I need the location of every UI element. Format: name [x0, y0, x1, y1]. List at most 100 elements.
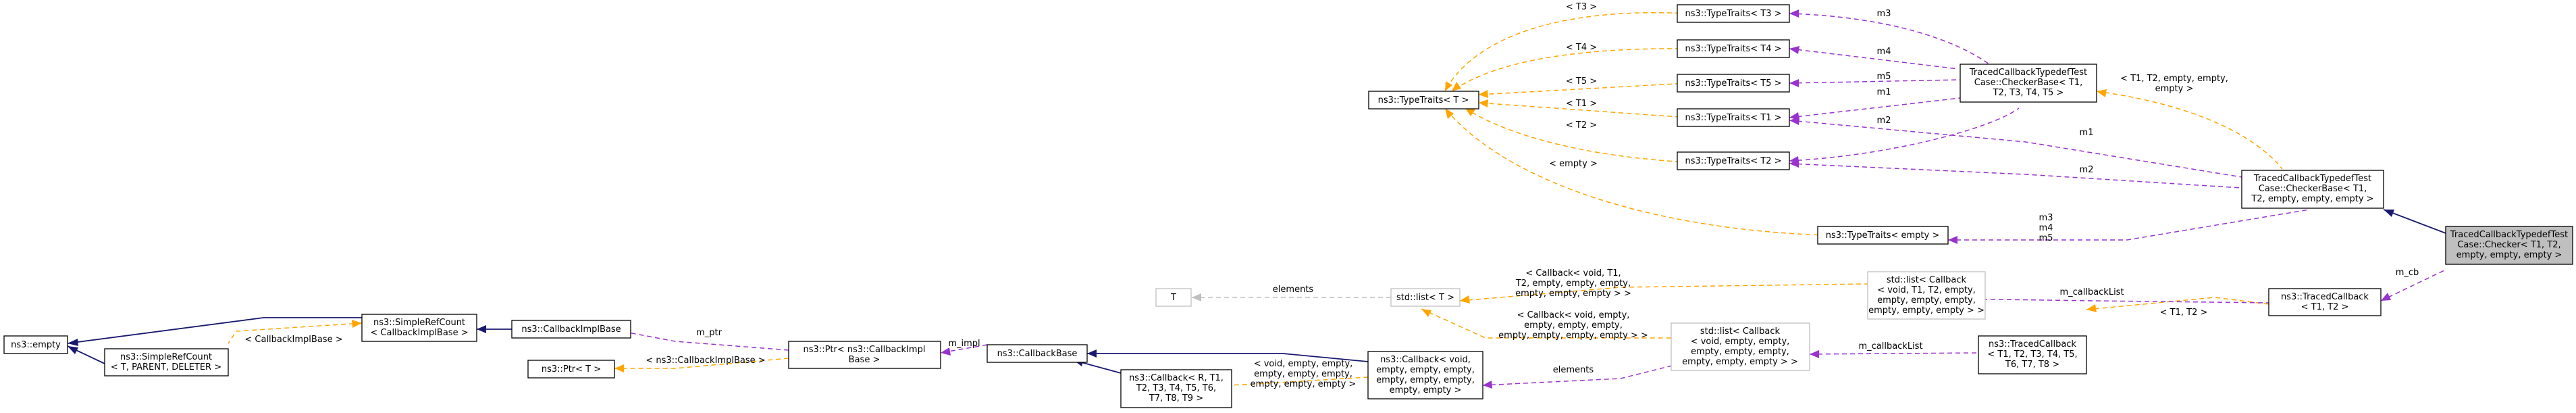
node-t-label: T — [1170, 293, 1176, 303]
arrowhead — [68, 339, 78, 346]
node-ptr-t[interactable]: ns3::Ptr< T > — [527, 360, 615, 379]
node-ns3-empty-box — [3, 335, 68, 354]
edge-label-m-callbacklist-a: m_callbackList — [2059, 287, 2124, 297]
node-typetraits-t2-box — [1677, 151, 1790, 170]
node-typetraits-t1-label: ns3::TypeTraits< T1 > — [1685, 113, 1782, 123]
arrowhead — [2086, 304, 2097, 312]
edge-label-m2-top: m2 — [1877, 116, 1891, 126]
node-callbackbase[interactable]: ns3::CallbackBase — [987, 344, 1088, 363]
node-callback-r-t1-t9-box — [1120, 369, 1232, 408]
edge-label-callbackimplbase-template: < CallbackImplBase > — [244, 335, 342, 345]
arrowhead — [1789, 9, 1799, 18]
node-tracedcallback-t1-t2-label: ns3::TracedCallback< T1, T2 > — [2281, 292, 2369, 312]
node-typetraits-t2-label: ns3::TypeTraits< T2 > — [1685, 156, 1782, 166]
edge-cbvoid-to-cbbase — [1087, 353, 1369, 362]
edge-t4-template — [1451, 48, 1689, 92]
node-typetraits-t[interactable]: ns3::TypeTraits< T > — [1368, 91, 1479, 110]
edge-m5 — [1789, 79, 1961, 84]
arrowhead — [941, 347, 951, 356]
node-typetraits-t5[interactable]: ns3::TypeTraits< T5 > — [1677, 74, 1790, 93]
node-simplerefcount-t-parent-deleter[interactable]: ns3::SimpleRefCount< T, PARENT, DELETER … — [104, 348, 229, 376]
node-t[interactable]: T — [1155, 288, 1192, 307]
edge-m1-top — [1789, 97, 1961, 118]
node-callbackimplbase[interactable]: ns3::CallbackImplBase — [511, 320, 631, 339]
edge-srefcount-cbib-template — [228, 322, 363, 344]
arrowhead — [1192, 293, 1201, 301]
node-checkerbase-t1-t5-box — [1960, 64, 2097, 103]
edge-label-ptr-template: < ns3::CallbackImplBase > — [646, 356, 765, 366]
node-callback-r-t1-t9[interactable]: ns3::Callback< R, T1,T2, T3, T4, T5, T6,… — [1120, 369, 1232, 408]
edge-label-checkerbase-template: < T1, T2, empty, empty,empty > — [2120, 74, 2228, 94]
edge-label-list-b-template: < Callback< void, empty,empty, empty, em… — [1498, 310, 1648, 341]
node-callback-void-empty-box — [1367, 351, 1483, 399]
node-typetraits-empty[interactable]: ns3::TypeTraits< empty > — [1817, 226, 1949, 245]
edge-label-elements-t: elements — [1273, 285, 1314, 295]
arrowhead — [1789, 79, 1799, 87]
edge-t5-template — [1478, 82, 1689, 95]
arrowhead — [1445, 81, 1452, 91]
node-ns3-empty[interactable]: ns3::empty — [3, 335, 68, 354]
arrowhead — [614, 364, 624, 372]
node-simplerefcount-t-parent-deleter-label: ns3::SimpleRefCount< T, PARENT, DELETER … — [111, 352, 221, 372]
node-tracedcallback-t1-t8[interactable]: ns3::TracedCallback< T1, T2, T3, T4, T5,… — [1978, 335, 2087, 374]
edge-m-cb — [2380, 270, 2445, 301]
node-std-list-callback-empty[interactable]: std::list< Callback< void, empty, empty,… — [1671, 322, 1810, 371]
edge-m4 — [1789, 48, 1959, 70]
arrowhead — [1087, 349, 1097, 358]
arrowhead — [2097, 89, 2107, 97]
edge-m-cblist-a — [1949, 298, 2269, 303]
node-typetraits-t-box — [1368, 91, 1479, 110]
node-callbackbase-box — [987, 344, 1088, 363]
node-typetraits-t4[interactable]: ns3::TypeTraits< T4 > — [1677, 39, 1790, 58]
edge-elements-cb — [1482, 364, 1675, 386]
edge-labels: < CallbackImplBase > m_ptr < ns3::Callba… — [244, 2, 2419, 389]
node-callbackimplbase-label: ns3::CallbackImplBase — [521, 324, 621, 335]
node-std-list-callback-t1-t2-label: std::list< Callback< void, T1, T2, empty… — [1868, 275, 1984, 316]
arrowhead — [1465, 108, 1475, 116]
edge-empty-template — [1444, 107, 1827, 236]
node-typetraits-empty-box — [1817, 226, 1949, 245]
node-typetraits-t-label: ns3::TypeTraits< T > — [1378, 95, 1469, 105]
edge-m-ptr — [621, 331, 789, 351]
node-typetraits-t1[interactable]: ns3::TypeTraits< T1 > — [1677, 108, 1790, 127]
node-ptr-callbackimplbase-box — [788, 341, 941, 369]
node-std-list-t[interactable]: std::list< T > — [1390, 288, 1461, 307]
node-typetraits-t5-label: ns3::TypeTraits< T5 > — [1685, 78, 1782, 89]
edge-label-m1-top: m1 — [1877, 87, 1891, 97]
edge-m345 — [1948, 209, 2310, 241]
edge-t3-template — [1444, 11, 1689, 92]
edge-label-m4: m4 — [1877, 47, 1891, 57]
edge-label-t5-template: < T5 > — [1566, 76, 1597, 87]
edge-m3 — [1789, 13, 1993, 67]
edge-label-m1-right: m1 — [2080, 128, 2094, 138]
edge-label-elements-callback: elements — [1553, 365, 1594, 375]
edge-label-empty-template: < empty > — [1549, 159, 1598, 169]
node-callbackbase-label: ns3::CallbackBase — [997, 349, 1078, 359]
node-tracedcallback-t1-t2-box — [2268, 288, 2382, 316]
node-typetraits-empty-label: ns3::TypeTraits< empty > — [1826, 230, 1939, 241]
edge-checker-to-checkerbase-e — [2383, 209, 2446, 234]
arrowhead — [1810, 350, 1819, 358]
node-callback-void-empty[interactable]: ns3::Callback< void,empty, empty, empty,… — [1367, 351, 1483, 399]
nodes: ns3::empty ns3::SimpleRefCount< T, PAREN… — [3, 4, 2573, 408]
node-ptr-t-label: ns3::Ptr< T > — [542, 364, 601, 374]
arrowhead — [68, 346, 78, 354]
arrowhead — [1483, 381, 1492, 389]
node-tracedcallback-t1-t2[interactable]: ns3::TracedCallback< T1, T2 > — [2268, 288, 2382, 316]
node-std-list-callback-t1-t2[interactable]: std::list< Callback< void, T1, T2, empty… — [1867, 271, 1986, 320]
node-typetraits-t2[interactable]: ns3::TypeTraits< T2 > — [1677, 151, 1790, 170]
node-simplerefcount-callbackimplbase[interactable]: ns3::SimpleRefCount< CallbackImplBase > — [361, 314, 477, 342]
edge-label-m5: m5 — [1877, 72, 1891, 82]
node-typetraits-t3[interactable]: ns3::TypeTraits< T3 > — [1677, 4, 1790, 23]
edge-label-m-callbacklist-b: m_callbackList — [1858, 341, 1922, 351]
